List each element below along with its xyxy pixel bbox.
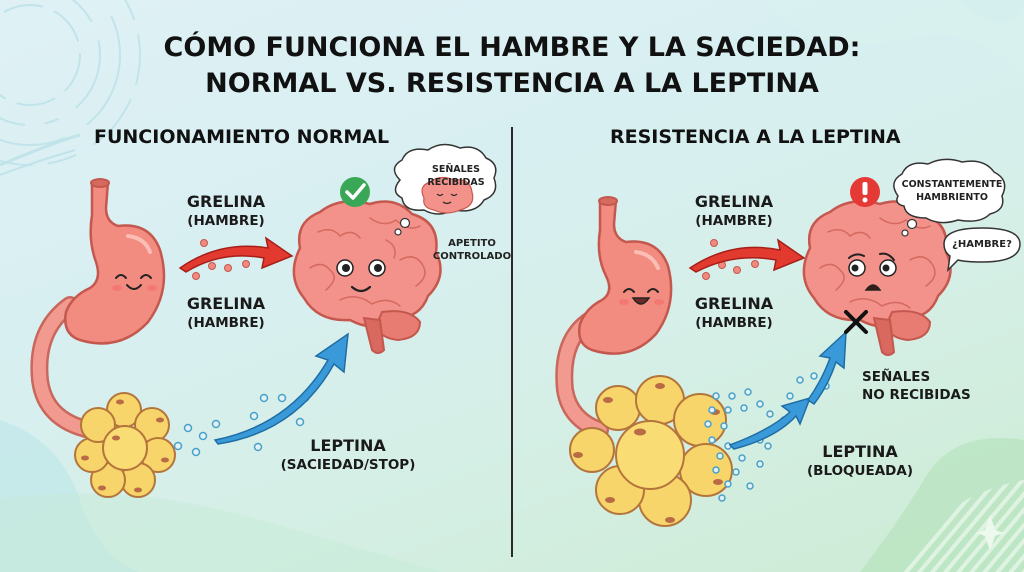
thought-bubble-normal bbox=[393, 143, 497, 236]
main-title-line-1: CÓMO FUNCIONA EL HAMBRE Y LA SACIEDAD: bbox=[163, 32, 861, 63]
brain-worried-icon bbox=[802, 200, 952, 356]
exclamation-circle-icon bbox=[850, 177, 880, 207]
grelina-arrow-normal bbox=[178, 236, 294, 273]
grelina-label-resistance-top: GRELINA (HAMBRE) bbox=[694, 192, 774, 229]
brain-happy-icon bbox=[292, 200, 442, 354]
appetite-status-label: APETITO CONTROLADO bbox=[432, 238, 512, 262]
check-circle-icon bbox=[340, 177, 370, 207]
leptina-arrow-blocked bbox=[728, 330, 847, 450]
stomach-icon bbox=[578, 196, 673, 355]
leptina-arrow-normal bbox=[213, 332, 349, 445]
fat-cells-large-icon bbox=[569, 375, 733, 527]
thought-bubble-resistance bbox=[893, 158, 1006, 237]
thought-bubble-resistance-text: CONSTANTEMENTE HAMBRIENTO bbox=[901, 179, 1003, 203]
speech-bubble bbox=[943, 227, 1021, 273]
grelina-label-resistance-bottom: GRELINA (HAMBRE) bbox=[694, 294, 774, 331]
panel-divider bbox=[511, 127, 513, 557]
speech-bubble-text: ¿HAMBRE? bbox=[952, 239, 1012, 250]
grelina-label-normal-top: GRELINA (HAMBRE) bbox=[186, 192, 266, 229]
thought-bubble-normal-text: SEÑALES RECIBIDAS bbox=[427, 164, 485, 188]
grelina-arrow-resistance bbox=[688, 238, 806, 273]
leptina-label-resistance: LEPTINA (BLOQUEADA) bbox=[807, 442, 913, 479]
panel-heading-resistance: RESISTENCIA A LA LEPTINA bbox=[610, 126, 901, 148]
blocked-x-icon bbox=[844, 310, 868, 334]
stomach-icon bbox=[64, 178, 166, 345]
main-title-line-2: NORMAL VS. RESISTENCIA A LA LEPTINA bbox=[205, 68, 819, 99]
panel-heading-normal: FUNCIONAMIENTO NORMAL bbox=[94, 126, 390, 148]
leptina-label-normal: LEPTINA (SACIEDAD/STOP) bbox=[280, 436, 416, 473]
sparkle-icon bbox=[975, 515, 1005, 550]
grelina-label-normal-bottom: GRELINA (HAMBRE) bbox=[186, 294, 266, 331]
signals-not-received-label: SEÑALES NO RECIBIDAS bbox=[862, 369, 971, 403]
fat-cells-icon bbox=[74, 392, 176, 498]
